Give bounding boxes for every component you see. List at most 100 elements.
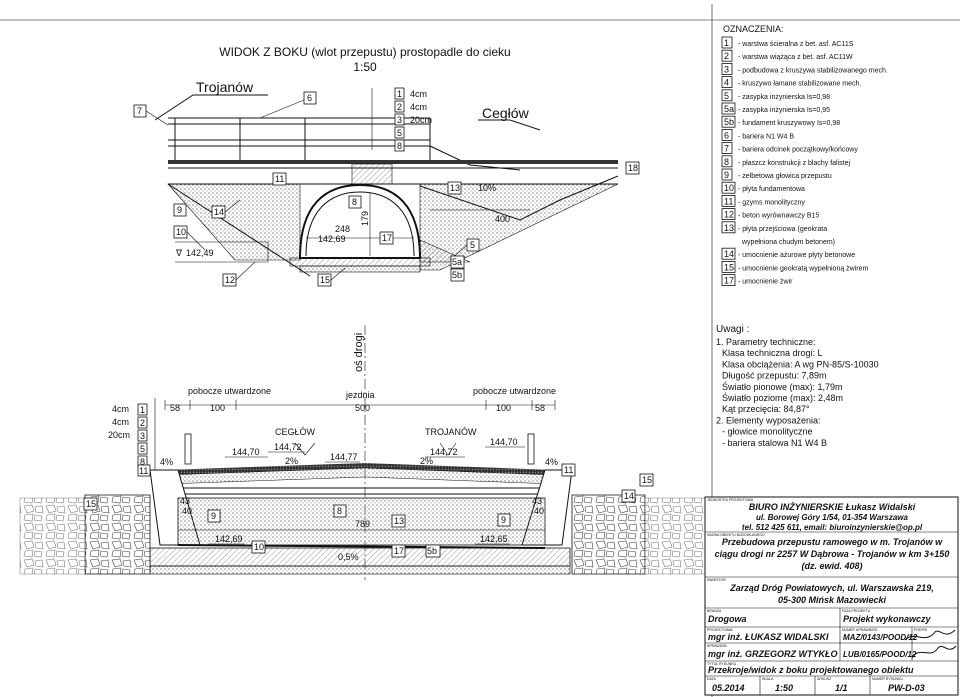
svg-text:JEDNOSTKA PROJEKTOWA: JEDNOSTKA PROJEKTOWA	[707, 498, 754, 502]
note-line: Światło poziome (max): 2,48m	[722, 392, 843, 403]
legend-item-num: 5	[724, 91, 729, 101]
svg-text:05.2014: 05.2014	[712, 683, 745, 693]
slope-label: 10%	[478, 183, 496, 193]
svg-text:NUMER UPRAWNIEŃ: NUMER UPRAWNIEŃ	[842, 628, 878, 632]
legend-item-text: - bariera odcinek początkowy/końcowy	[738, 147, 858, 154]
legend-item-box	[721, 89, 733, 102]
culvert-height: 179	[360, 211, 370, 226]
svg-text:5a: 5a	[452, 257, 462, 267]
svg-text:LUB/0165/POOD/12: LUB/0165/POOD/12	[843, 650, 917, 659]
svg-text:NUMER RYSUNKU: NUMER RYSUNKU	[872, 677, 903, 681]
side-callouts: 7 6 11 9 14 10 12 15 8 17 13 5 5a 5b 18	[133, 91, 640, 287]
cross-place-left: CEGŁÓW	[275, 427, 316, 437]
svg-text:144,77: 144,77	[330, 452, 358, 462]
legend-heading: OZNACZENIA:	[723, 24, 784, 34]
svg-text:∇: ∇	[175, 248, 183, 258]
svg-text:17: 17	[382, 233, 392, 243]
legend-item-box	[721, 168, 733, 181]
legend-item-box	[721, 247, 736, 260]
svg-text:144,72: 144,72	[430, 447, 458, 457]
place-left-label: Trojanów	[196, 79, 254, 95]
legend-item-num: 10	[724, 183, 734, 193]
legend-item-num: 13	[724, 223, 734, 233]
drawing-title: Przekroje/widok z boku projektowanego ob…	[708, 665, 914, 675]
legend-item-box	[721, 155, 733, 168]
svg-text:TYTUŁ RYSUNKU: TYTUŁ RYSUNKU	[707, 662, 737, 666]
legend-item-num: 4	[724, 78, 729, 88]
svg-text:1:50: 1:50	[775, 683, 793, 693]
svg-text:4%: 4%	[545, 457, 558, 467]
legend-item-num: 14	[724, 249, 734, 259]
svg-text:8: 8	[352, 197, 357, 207]
culvert-bottom-level: 142,69	[318, 234, 346, 244]
legend-item-box	[721, 274, 736, 287]
svg-text:142,65: 142,65	[480, 534, 508, 544]
legend-item-text: - płaszcz konstrukcji z blachy falistej	[738, 160, 850, 167]
legend-item-box	[721, 208, 736, 221]
level-left: 142,49	[186, 248, 214, 258]
legend-item-text: - fundament kruszywowy Is=0,98	[738, 120, 840, 127]
notes: Uwagi :	[716, 324, 749, 335]
svg-text:8: 8	[337, 506, 342, 516]
svg-text:58: 58	[535, 403, 545, 413]
width-right: 400	[495, 214, 510, 224]
svg-text:SKALA: SKALA	[762, 677, 774, 681]
legend-item-num: 7	[724, 144, 729, 154]
svg-text:144,72: 144,72	[274, 442, 302, 452]
svg-text:18: 18	[628, 163, 638, 173]
legend-item-box	[721, 102, 736, 115]
svg-text:9: 9	[501, 515, 506, 525]
svg-text:5: 5	[140, 444, 145, 454]
notes-heading: Uwagi :	[716, 324, 749, 335]
legend-item-text: - gzyms monolityczny	[738, 199, 805, 206]
legend-item-text: wypełniona chudym betonem)	[741, 239, 835, 246]
axis-label: oś drogi	[353, 333, 365, 372]
svg-text:(dz. ewid. 408): (dz. ewid. 408)	[801, 561, 862, 571]
svg-text:4cm: 4cm	[112, 404, 129, 414]
svg-text:20cm: 20cm	[410, 115, 432, 125]
legend-item-num: 15	[724, 262, 734, 272]
side-view-scale: 1:50	[353, 60, 377, 74]
legend-item-num: 1	[724, 38, 729, 48]
svg-text:05-300 Mińsk Mazowiecki: 05-300 Mińsk Mazowiecki	[778, 595, 887, 605]
svg-text:5b: 5b	[427, 546, 437, 556]
svg-text:PODPIS: PODPIS	[914, 628, 928, 632]
legend-items: 1- warstwa ścieralna z bet. asf. AC11S2-…	[721, 36, 888, 287]
svg-text:2%: 2%	[285, 456, 298, 466]
svg-text:17: 17	[394, 546, 404, 556]
side-view-title: WIDOK Z BOKU (wlot przepustu) prostopadl…	[219, 45, 510, 59]
company-name: BIURO INŻYNIERSKIE Łukasz Widalski	[749, 502, 916, 512]
svg-text:500: 500	[355, 403, 370, 413]
legend-item-text: - umocnienie geokratą wypełnioną żwirem	[738, 265, 869, 272]
svg-text:11: 11	[564, 465, 573, 475]
legend: OZNACZENIA:	[723, 24, 784, 34]
legend-item-num: 9	[724, 170, 729, 180]
note-line: - bariera stalowa N1 W4 B	[722, 438, 827, 448]
svg-text:20cm: 20cm	[108, 430, 130, 440]
svg-text:142,69: 142,69	[215, 534, 243, 544]
svg-text:7: 7	[137, 106, 142, 116]
svg-text:10: 10	[176, 227, 186, 237]
svg-text:15: 15	[320, 275, 330, 285]
svg-text:43: 43	[180, 496, 190, 506]
svg-text:2: 2	[397, 102, 402, 112]
svg-text:BRANŻA: BRANŻA	[707, 608, 722, 613]
legend-item-num: 5a	[724, 104, 734, 114]
svg-text:6: 6	[307, 93, 312, 103]
legend-item-text: - kruszywo łamane stabilizowane mech.	[738, 81, 861, 88]
legend-item-num: 3	[724, 64, 729, 74]
svg-text:ARKUSZ: ARKUSZ	[817, 677, 832, 681]
legend-item-box	[721, 221, 736, 234]
svg-text:NAZWA OBIEKTU BUDOWLANEGO: NAZWA OBIEKTU BUDOWLANEGO	[707, 533, 765, 537]
svg-text:MAZ/0143/POOD/12: MAZ/0143/POOD/12	[843, 633, 918, 642]
svg-text:DATA: DATA	[707, 677, 716, 681]
legend-item-box	[721, 115, 736, 128]
legend-item-box	[721, 260, 736, 273]
shoulder-left-label: pobocze utwardzone	[188, 386, 271, 396]
title-block: JEDNOSTKA PROJEKTOWA BIURO INŻYNIERSKIE …	[704, 496, 959, 696]
svg-text:1: 1	[397, 89, 402, 99]
svg-text:11: 11	[139, 466, 148, 476]
signature-mark	[904, 629, 956, 641]
